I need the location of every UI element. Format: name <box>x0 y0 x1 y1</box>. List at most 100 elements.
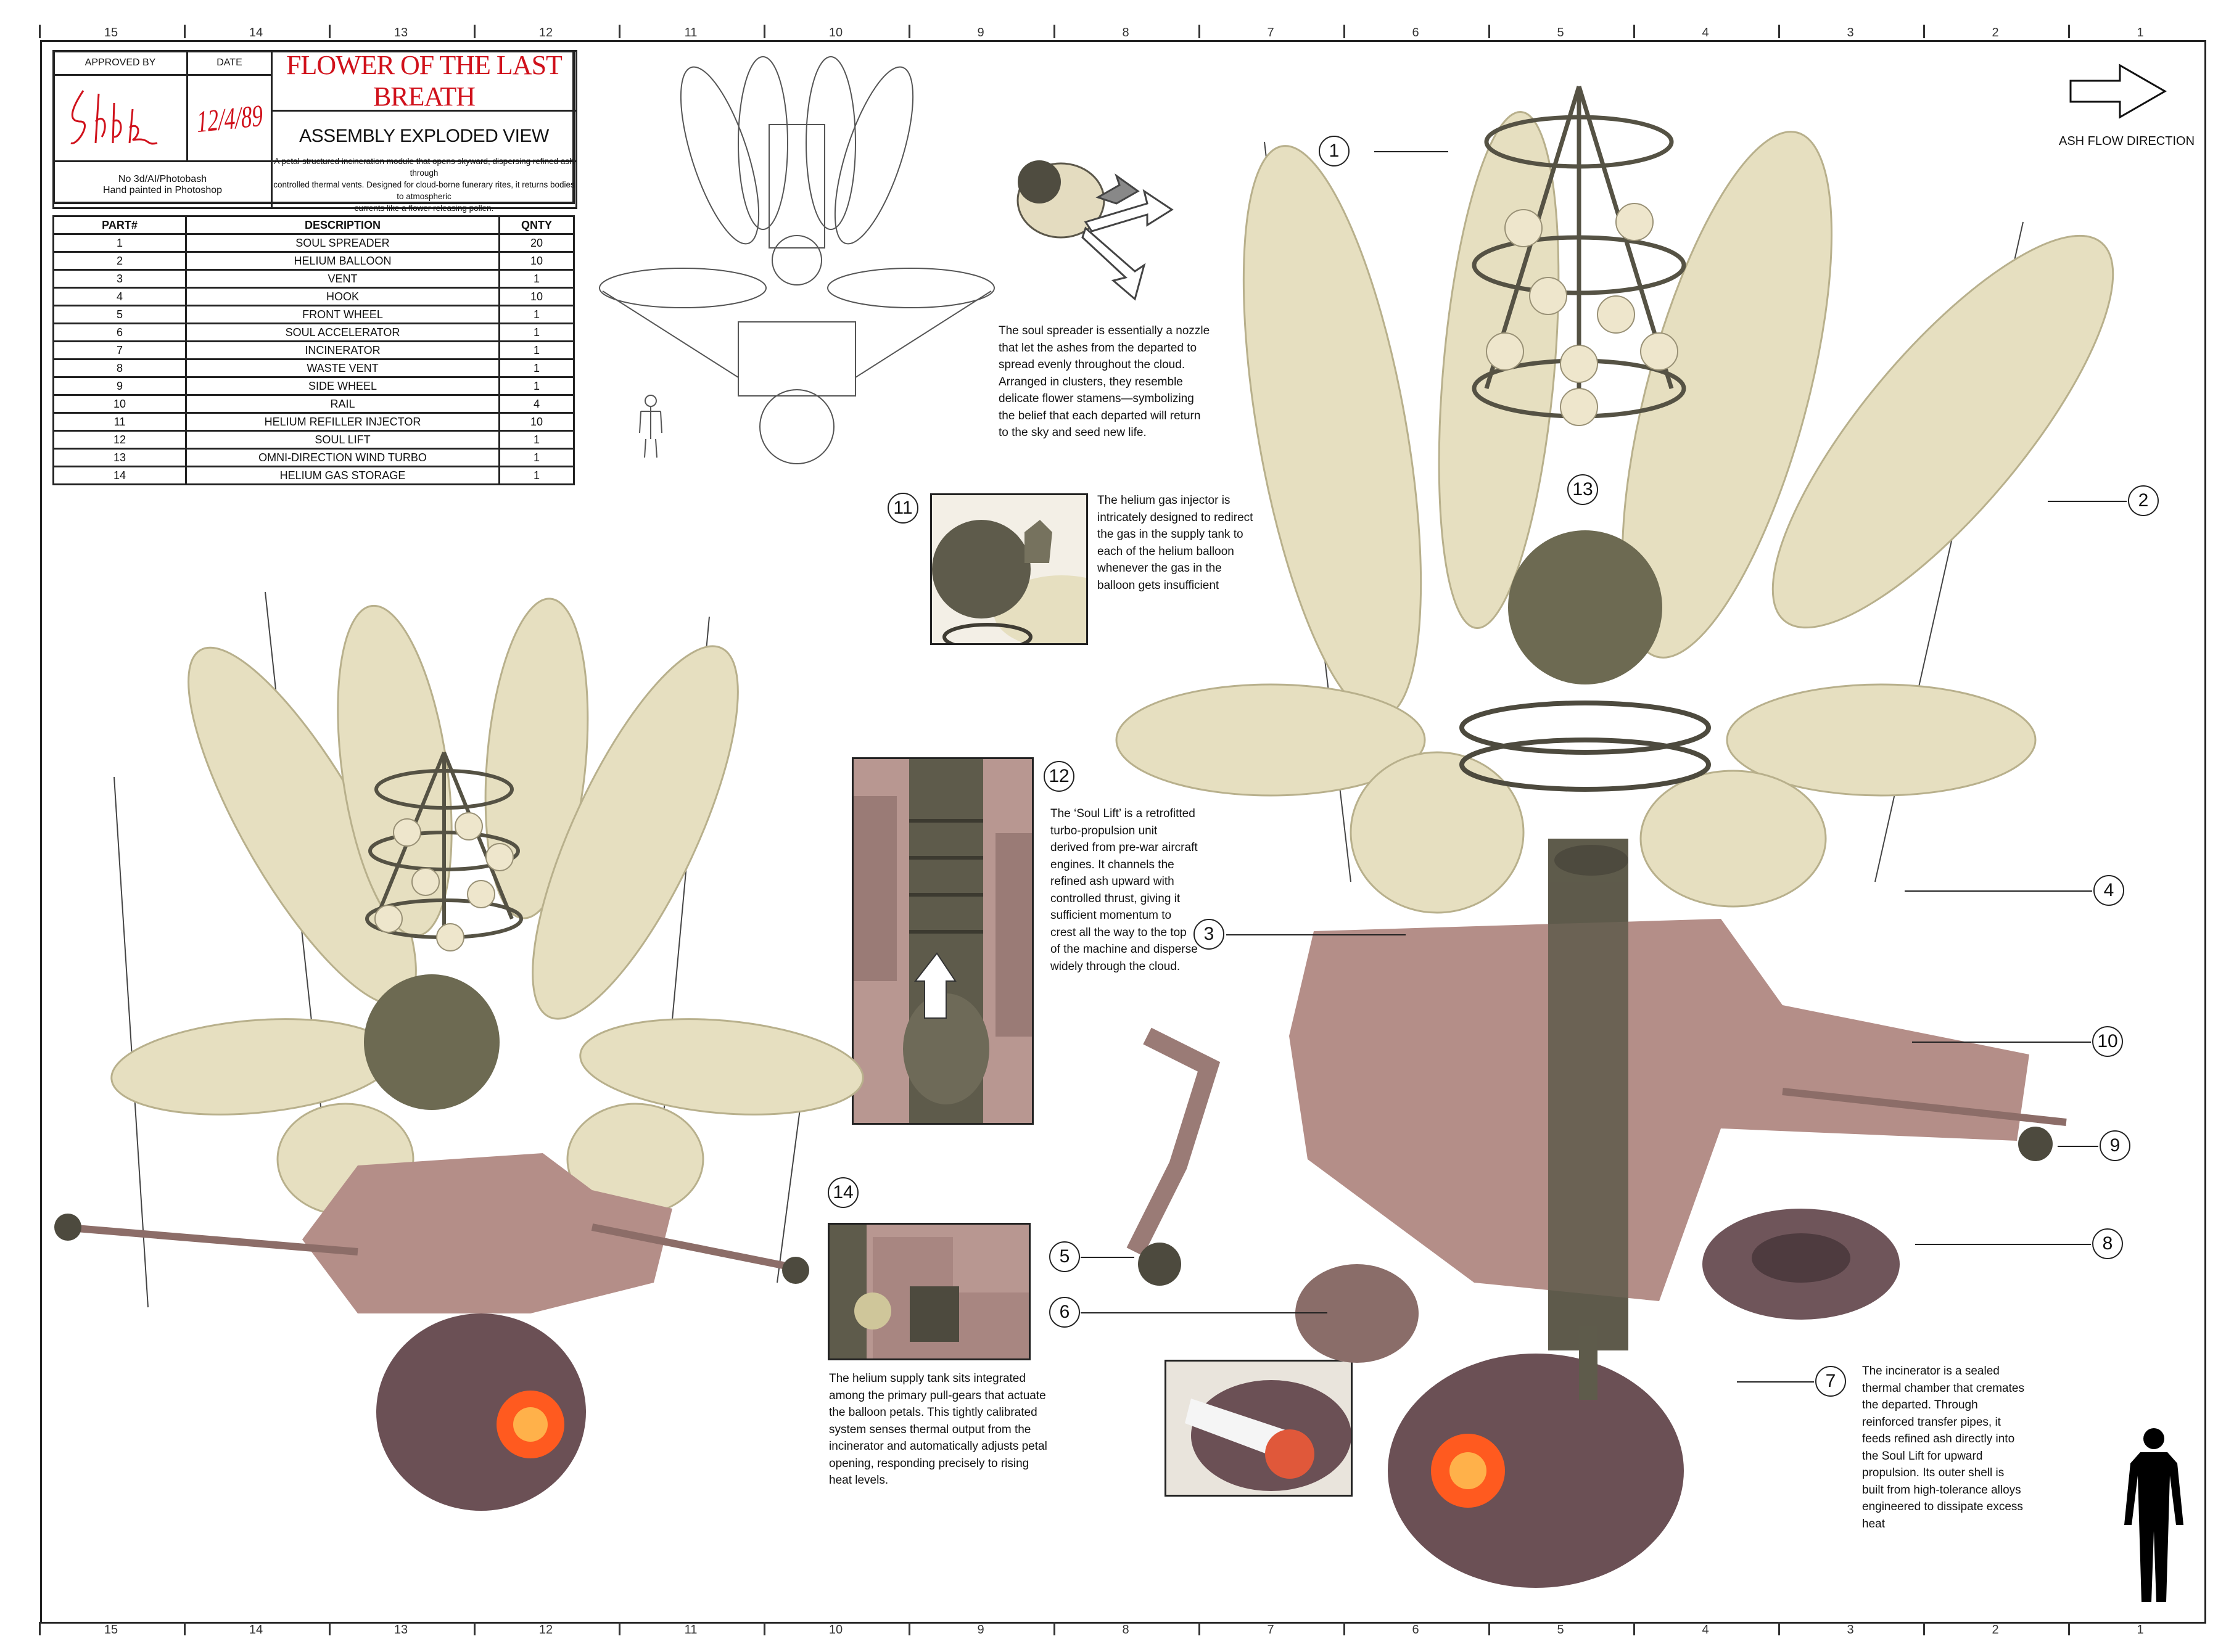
note-line: engineered to dissipate excess <box>1862 1500 2023 1513</box>
ruler-label: 1 <box>2137 26 2144 39</box>
assembled-render <box>54 591 864 1511</box>
part-description: SIDE WHEEL <box>185 376 500 396</box>
line-balloon <box>806 56 856 230</box>
incinerator-cutaway-illustration <box>1185 1380 1351 1491</box>
ruler-label: 12 <box>538 26 553 39</box>
ruler-tick <box>184 25 186 38</box>
description-line: currents like a flower releasing pollen. <box>354 203 494 213</box>
note-line: turbo-propulsion unit <box>1050 824 1158 837</box>
leader-line <box>1905 890 2092 892</box>
date-cell: 12/4/89 <box>186 74 273 162</box>
note-line: the gas in the supply tank to <box>1097 528 1243 541</box>
ruler-label: 6 <box>1412 1623 1419 1637</box>
ruler-tick <box>1488 1622 1490 1635</box>
ruler-tick <box>764 25 765 38</box>
part-description: INCINERATOR <box>185 340 500 360</box>
ruler-label: 1 <box>2137 1623 2144 1637</box>
upward-flow-arrow-icon <box>913 952 957 1019</box>
part-number: 3 <box>52 269 187 289</box>
ruler-label: 13 <box>394 1623 408 1637</box>
signature-cell <box>52 74 188 162</box>
ruler-label: 10 <box>828 26 843 39</box>
part-description: SOUL SPREADER <box>185 233 500 253</box>
ruler-tick <box>39 25 41 38</box>
ruler-tick <box>2068 25 2070 38</box>
note-line: refined ash upward with <box>1050 875 1174 888</box>
ruler-label: 15 <box>104 1623 118 1637</box>
note-line: sufficient momentum to <box>1050 909 1172 922</box>
balloon <box>1621 131 1833 659</box>
ash-flow-label: ASH FLOW DIRECTION <box>2059 134 2195 148</box>
part-description: HOOK <box>185 287 500 306</box>
incinerator-inset <box>1165 1360 1353 1497</box>
helium-injector-inset <box>930 493 1088 645</box>
ruler-tick <box>39 1622 41 1635</box>
callout-11: 11 <box>888 493 918 524</box>
ruler-label: 8 <box>1122 1623 1129 1637</box>
callout-7: 7 <box>1815 1366 1846 1397</box>
ruler-label: 4 <box>1702 26 1709 39</box>
spreader-cage <box>365 751 523 943</box>
approved-by-label: APPROVED BY <box>52 50 188 76</box>
part-description: RAIL <box>185 394 500 414</box>
part-description: VENT <box>185 269 500 289</box>
side-wheel <box>2018 1127 2053 1161</box>
header-quantity: QNTY <box>498 215 575 235</box>
line-incinerator <box>759 389 835 464</box>
note-line: derived from pre-war aircraft <box>1050 841 1198 854</box>
leader-line <box>1374 151 1448 152</box>
note-line: The helium supply tank sits integrated <box>829 1372 1026 1385</box>
description-line: A petal-structured incineration module t… <box>274 157 574 178</box>
part-quantity: 1 <box>498 340 575 360</box>
note-line: balloon gets insufficient <box>1097 578 1219 592</box>
ruler-tick <box>1343 1622 1345 1635</box>
part-description: WASTE VENT <box>185 358 500 378</box>
balloon <box>1726 683 2037 797</box>
note-line: that let the ashes from the departed to <box>999 341 1197 355</box>
callout-14: 14 <box>828 1177 859 1208</box>
note-line: crest all the way to the top <box>1050 926 1187 939</box>
leader-line <box>1081 1257 1134 1258</box>
note-line: built from high-tolerance alloys <box>1862 1483 2021 1497</box>
part-quantity: 1 <box>498 358 575 378</box>
helium-injector-illustration <box>932 520 1086 643</box>
wind-turbo-sphere <box>364 974 500 1110</box>
ruler-label: 2 <box>1992 1623 1999 1637</box>
machine-body <box>1289 919 2029 1301</box>
leader-line <box>2048 501 2127 502</box>
ruler-tick <box>1778 25 1780 38</box>
ruler-tick <box>1488 25 1490 38</box>
note-line: widely through the cloud. <box>1050 960 1181 973</box>
ruler-tick <box>329 25 331 38</box>
note-line: spread evenly throughout the cloud. <box>999 358 1185 371</box>
line-balloon <box>834 66 914 245</box>
drawing-title: FLOWER OF THE LAST BREATH <box>286 50 563 112</box>
description-line: controlled thermal vents. Designed for c… <box>273 180 575 201</box>
callout-2: 2 <box>2128 485 2159 516</box>
part-number: 13 <box>52 448 187 467</box>
part-quantity: 10 <box>498 251 575 271</box>
part-quantity: 20 <box>498 233 575 253</box>
leader-line <box>2058 1146 2098 1147</box>
part-number: 11 <box>52 412 187 432</box>
balloon <box>1639 770 1827 908</box>
ruler-tick <box>619 25 620 38</box>
ruler-tick <box>329 1622 331 1635</box>
part-description: OMNI-DIRECTION WIND TURBO <box>185 448 500 467</box>
soul-lift-inset <box>852 757 1034 1125</box>
note-line: the balloon petals. This tightly calibra… <box>829 1406 1037 1419</box>
rail <box>61 1223 809 1274</box>
signature-mark <box>70 89 158 144</box>
part-number: 4 <box>52 287 187 306</box>
part-quantity: 4 <box>498 394 575 414</box>
part-number: 2 <box>52 251 187 271</box>
ruler-label: 11 <box>684 1623 698 1637</box>
